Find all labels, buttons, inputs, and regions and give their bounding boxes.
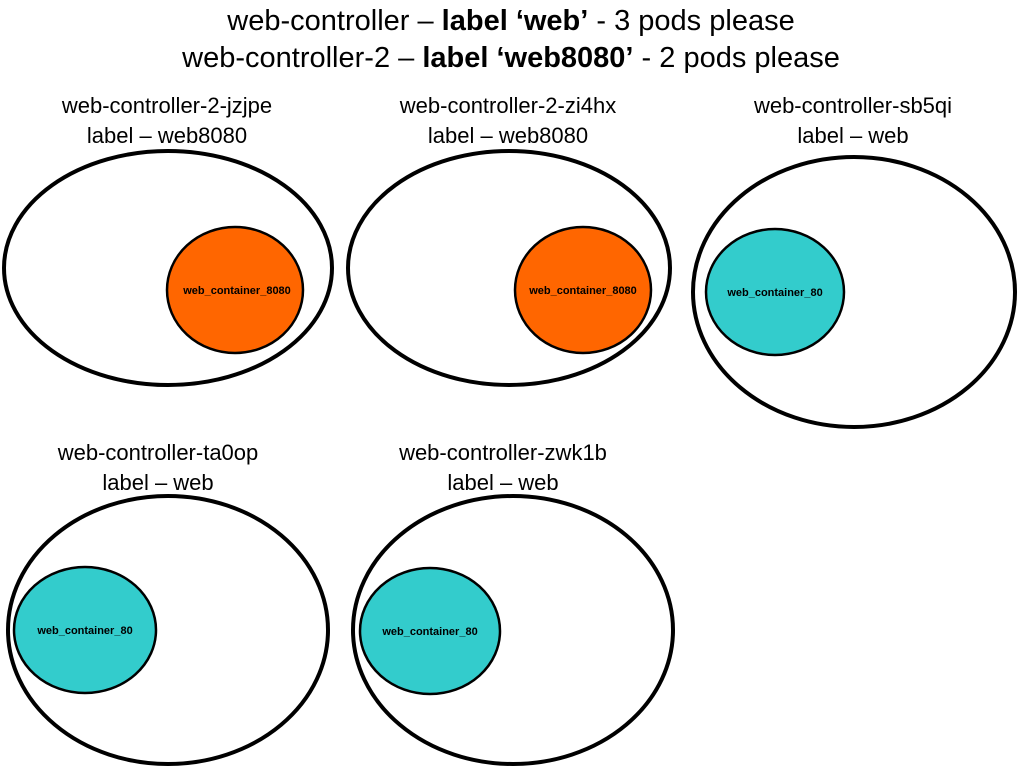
pod-label-text: label – web8080	[427, 123, 589, 148]
container-circle	[165, 225, 305, 355]
pod-label-text: label – web8080	[86, 123, 248, 148]
container-name: web_container_8080	[182, 285, 291, 297]
container-name: web_container_8080	[528, 285, 637, 297]
title-line-1: web-controller – label ‘web’ - 3 pods pl…	[0, 4, 1022, 41]
title-line-2: web-controller-2 – label ‘web8080’ - 2 p…	[0, 41, 1022, 78]
pod-outline	[351, 494, 675, 766]
container-circle	[513, 225, 653, 355]
pod-label-text: label – web	[797, 123, 909, 148]
title-line-2-replicas: - 2 pods please	[633, 42, 840, 74]
pod-2: web_container_80	[691, 155, 1017, 429]
container-circle	[704, 227, 846, 357]
container-circle	[12, 565, 158, 695]
container-name: web_container_80	[36, 625, 132, 637]
pod-caption-1: web-controller-2-zi4hx label – web8080	[358, 91, 658, 151]
pod-outline	[6, 494, 330, 766]
pod-4: web_container_80	[351, 494, 675, 766]
diagram-title: web-controller – label ‘web’ - 3 pods pl…	[0, 0, 1022, 78]
pod-caption-4: web-controller-zwk1b label – web	[353, 438, 653, 498]
pod-caption-3: web-controller-ta0op label – web	[8, 438, 308, 498]
pod-name: web-controller-zwk1b	[399, 440, 607, 465]
pod-name: web-controller-ta0op	[57, 440, 259, 465]
title-line-2-controller: web-controller-2 –	[182, 42, 423, 74]
pod-caption-0: web-controller-2-jzjpe label – web8080	[17, 91, 317, 151]
container-name: web_container_80	[381, 626, 477, 638]
container-name: web_container_80	[726, 287, 822, 299]
pod-3: web_container_80	[6, 494, 330, 766]
title-line-2-label: label ‘web8080’	[422, 42, 634, 74]
pod-outline	[691, 155, 1017, 429]
pod-name: web-controller-sb5qi	[753, 93, 953, 118]
pod-0: web_container_8080	[2, 149, 334, 387]
title-line-1-label: label ‘web’	[441, 5, 589, 37]
pod-name: web-controller-2-jzjpe	[61, 93, 273, 118]
container-circle	[358, 566, 502, 696]
pod-1: web_container_8080	[346, 149, 672, 387]
pod-name: web-controller-2-zi4hx	[399, 93, 617, 118]
title-line-1-controller: web-controller –	[227, 5, 442, 37]
pod-caption-2: web-controller-sb5qi label – web	[703, 91, 1003, 151]
pod-label-text: label – web	[447, 470, 559, 495]
title-line-1-replicas: - 3 pods please	[588, 5, 795, 37]
pod-label-text: label – web	[102, 470, 214, 495]
